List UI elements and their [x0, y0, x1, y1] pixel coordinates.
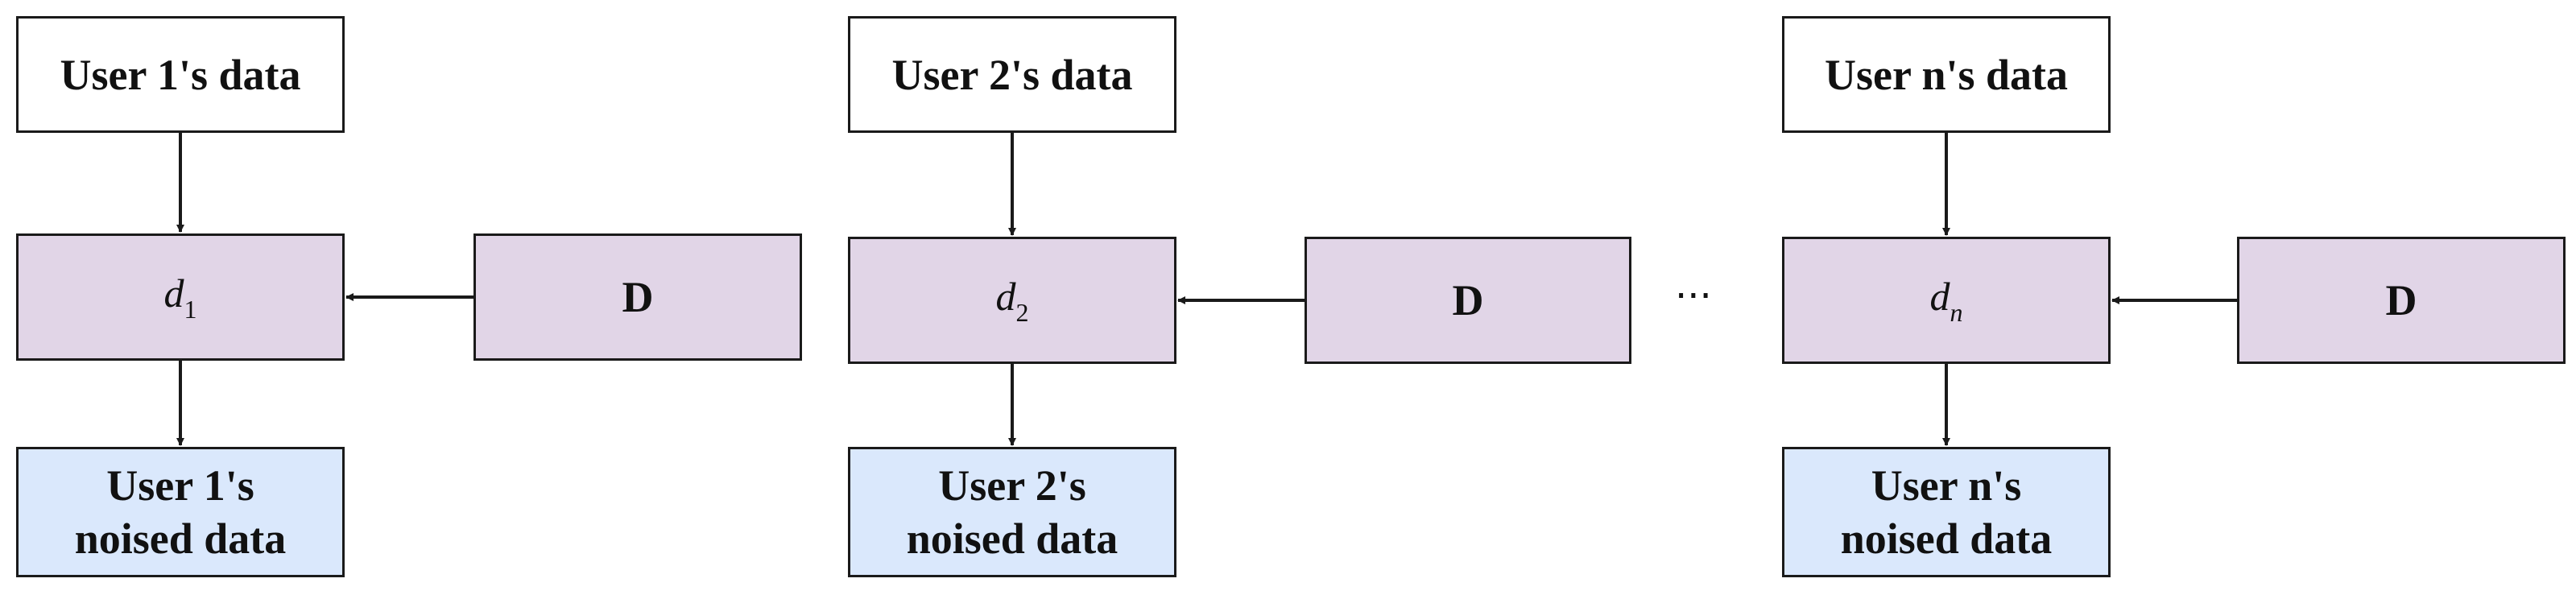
d1-symbol: d	[163, 271, 184, 316]
user-n-data-box: User n's data	[1782, 16, 2111, 133]
distribution-n-box: D	[2237, 237, 2566, 364]
d2-label: d2	[996, 273, 1029, 328]
d1-box: d1	[16, 233, 345, 361]
user-n-noised-data-label: User n's noised data	[1840, 461, 2053, 563]
dn-box: dn	[1782, 237, 2111, 364]
user-1-noised-data-box: User 1's noised data	[16, 447, 345, 577]
user-2-data-box: User 2's data	[848, 16, 1176, 133]
ellipsis: ···	[1675, 274, 1712, 319]
distribution-2-label: D	[1452, 276, 1484, 324]
distribution-n-label: D	[2385, 276, 2417, 324]
user-n-noised-data-box: User n's noised data	[1782, 447, 2111, 577]
dn-symbol: d	[1929, 274, 1950, 319]
user-2-noised-data-label: User 2's noised data	[906, 461, 1118, 563]
distribution-1-box: D	[473, 233, 802, 361]
user-1-data-box: User 1's data	[16, 16, 345, 133]
user-2-noised-data-box: User 2's noised data	[848, 447, 1176, 577]
d2-box: d2	[848, 237, 1176, 364]
d1-label: d1	[164, 270, 197, 324]
user-1-data-label: User 1's data	[60, 50, 301, 99]
d2-symbol: d	[995, 274, 1016, 319]
user-2-data-label: User 2's data	[891, 50, 1133, 99]
user-1-noised-data-label: User 1's noised data	[74, 461, 287, 563]
distribution-2-box: D	[1305, 237, 1631, 364]
d2-subscript: 2	[1015, 298, 1029, 327]
dn-subscript: n	[1950, 298, 1963, 327]
user-n-data-label: User n's data	[1824, 50, 2069, 99]
dn-label: dn	[1930, 273, 1963, 328]
d1-subscript: 1	[184, 295, 197, 324]
distribution-1-label: D	[622, 273, 654, 321]
